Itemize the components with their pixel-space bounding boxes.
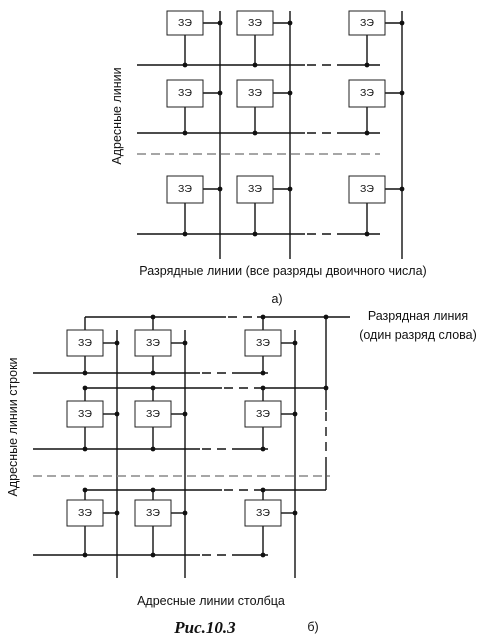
storage-cell-b-r1c3: ЗЭ — [244, 329, 282, 357]
storage-cell-a-r3c2: ЗЭ — [236, 175, 274, 204]
svg-text:ЗЭ: ЗЭ — [146, 337, 160, 349]
svg-text:ЗЭ: ЗЭ — [256, 337, 270, 349]
svg-text:ЗЭ: ЗЭ — [78, 408, 92, 420]
sublabel-a: а) — [271, 292, 282, 306]
bit-line-branches-b — [85, 387, 326, 491]
svg-text:ЗЭ: ЗЭ — [146, 507, 160, 519]
svg-text:ЗЭ: ЗЭ — [256, 507, 270, 519]
storage-cell-a-r2c1: ЗЭ — [166, 79, 204, 108]
svg-text:ЗЭ: ЗЭ — [178, 87, 192, 99]
storage-cell-a-r2c2: ЗЭ — [236, 79, 274, 108]
bit-line-label-b: Разрядная линия — [368, 309, 468, 323]
storage-cell-a-r1c2: ЗЭ — [236, 10, 274, 36]
storage-cell-b-r1c2: ЗЭ — [134, 329, 172, 357]
storage-cell-b-r3c3: ЗЭ — [244, 499, 282, 527]
svg-text:ЗЭ: ЗЭ — [360, 17, 374, 29]
bit-line-sublabel-b: (один разряд слова) — [359, 328, 477, 342]
storage-cell-a-r3c1: ЗЭ — [166, 175, 204, 204]
svg-text:ЗЭ: ЗЭ — [78, 507, 92, 519]
column-address-lines-label-b: Адресные линии столбца — [137, 594, 285, 608]
svg-text:ЗЭ: ЗЭ — [256, 408, 270, 420]
bit-line-b — [85, 316, 350, 490]
svg-text:ЗЭ: ЗЭ — [78, 337, 92, 349]
storage-cell-b-r1c1: ЗЭ — [66, 329, 104, 357]
figure-caption: Рис.10.3 — [173, 618, 236, 636]
storage-cell-a-r3c3: ЗЭ — [348, 175, 386, 204]
svg-text:ЗЭ: ЗЭ — [360, 87, 374, 99]
svg-text:ЗЭ: ЗЭ — [146, 408, 160, 420]
svg-text:ЗЭ: ЗЭ — [178, 17, 192, 29]
diagram-b-bit-organized: ЗЭ ЗЭ ЗЭ ЗЭ ЗЭ ЗЭ ЗЭ ЗЭ ЗЭ Разрядная лин… — [6, 309, 477, 636]
storage-cell-b-r2c3: ЗЭ — [244, 400, 282, 428]
junction-dots-b — [82, 314, 329, 558]
svg-text:ЗЭ: ЗЭ — [360, 183, 374, 195]
bit-lines-label-a: Разрядные линии (все разряды двоичного ч… — [139, 264, 426, 278]
storage-cell-a-r1c1: ЗЭ — [166, 10, 204, 36]
storage-cell-b-r2c2: ЗЭ — [134, 400, 172, 428]
svg-text:ЗЭ: ЗЭ — [248, 17, 262, 29]
diagram-a-word-organized: ЗЭ ЗЭ ЗЭ ЗЭ ЗЭ ЗЭ ЗЭ ЗЭ ЗЭ Адресные лини… — [110, 10, 427, 306]
row-address-lines-label-b: Адресные линии строки — [6, 357, 20, 496]
svg-text:ЗЭ: ЗЭ — [178, 183, 192, 195]
storage-cell-b-r2c1: ЗЭ — [66, 400, 104, 428]
svg-text:ЗЭ: ЗЭ — [248, 87, 262, 99]
svg-text:ЗЭ: ЗЭ — [248, 183, 262, 195]
address-lines-label-a: Адресные линии — [110, 67, 124, 164]
storage-cell-b-r3c2: ЗЭ — [134, 499, 172, 527]
storage-cell-b-r3c1: ЗЭ — [66, 499, 104, 527]
storage-cell-a-r1c3: ЗЭ — [348, 10, 386, 36]
junction-dots-a — [182, 20, 405, 237]
storage-cell-a-r2c3: ЗЭ — [348, 79, 386, 108]
sublabel-b: б) — [307, 620, 318, 634]
